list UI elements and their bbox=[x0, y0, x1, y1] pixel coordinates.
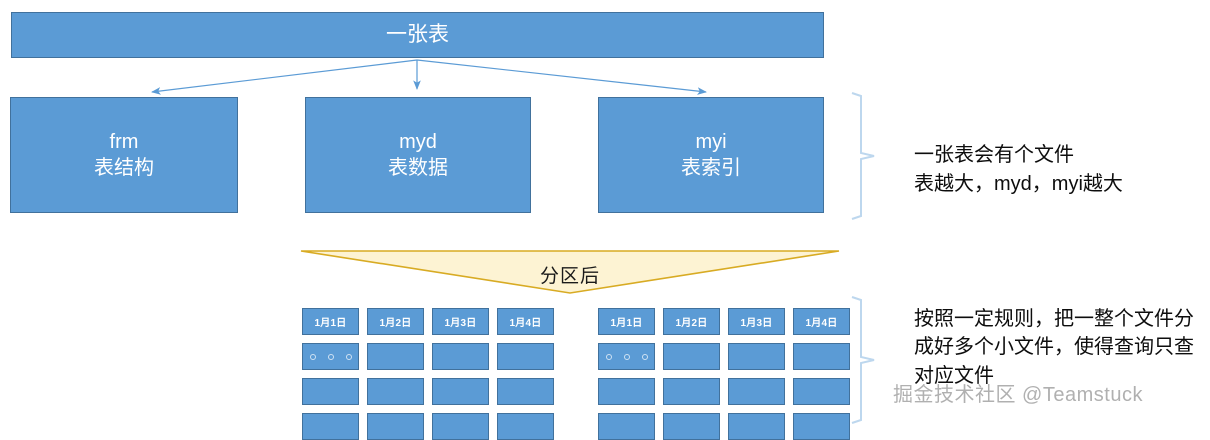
partition-column: 1月2日 bbox=[663, 308, 720, 440]
partition-group-right: 1月1日 1月2日 1月3日 1月4日 bbox=[598, 308, 850, 440]
partition-column: 1月2日 bbox=[367, 308, 424, 440]
partition-cell bbox=[302, 413, 359, 440]
bracket-bottom bbox=[851, 296, 875, 424]
partition-banner: 分区后 bbox=[300, 249, 840, 295]
partition-cell bbox=[432, 413, 489, 440]
partition-cell bbox=[663, 343, 720, 370]
partition-cell bbox=[728, 413, 785, 440]
partition-cell bbox=[728, 343, 785, 370]
partition-cell bbox=[367, 378, 424, 405]
partition-cell bbox=[432, 343, 489, 370]
partition-cell bbox=[598, 378, 655, 405]
file-box-myd-name: myd bbox=[399, 130, 437, 153]
partition-header: 1月4日 bbox=[793, 308, 850, 335]
partition-cell bbox=[497, 413, 554, 440]
partition-header: 1月3日 bbox=[728, 308, 785, 335]
partition-cell bbox=[367, 413, 424, 440]
annotation-top: 一张表会有个文件 表越大，myd，myi越大 bbox=[914, 144, 1123, 195]
file-box-myd-desc: 表数据 bbox=[388, 157, 448, 179]
partition-cell bbox=[302, 378, 359, 405]
file-box-myi-name: myi bbox=[695, 130, 727, 153]
partition-ellipsis-cell bbox=[598, 343, 655, 370]
partition-header: 1月1日 bbox=[598, 308, 655, 335]
partition-column: 1月1日 bbox=[302, 308, 359, 440]
table-box-label: 一张表 bbox=[386, 23, 449, 47]
ellipsis-dot-icon bbox=[345, 353, 352, 360]
file-box-myd: myd 表数据 bbox=[305, 97, 531, 213]
partition-header: 1月1日 bbox=[302, 308, 359, 335]
partition-header: 1月2日 bbox=[663, 308, 720, 335]
partition-cell bbox=[728, 378, 785, 405]
partition-cell bbox=[793, 343, 850, 370]
partition-cell bbox=[663, 378, 720, 405]
partition-header: 1月4日 bbox=[497, 308, 554, 335]
partition-cell bbox=[497, 343, 554, 370]
annotation-bottom: 按照一定规则，把一整个文件分成好多个小文件，使得查询只查对应文件 bbox=[914, 308, 1194, 387]
bracket-top bbox=[851, 92, 875, 220]
table-box: 一张表 bbox=[11, 12, 824, 58]
partition-cell bbox=[663, 413, 720, 440]
file-box-frm: frm 表结构 bbox=[10, 97, 238, 213]
ellipsis-dot-icon bbox=[641, 353, 648, 360]
file-box-frm-name: frm bbox=[109, 130, 139, 153]
partition-ellipsis-cell bbox=[302, 343, 359, 370]
partition-header: 1月3日 bbox=[432, 308, 489, 335]
watermark: 掘金技术社区 @Teamstuck bbox=[893, 384, 1143, 406]
partition-column: 1月4日 bbox=[793, 308, 850, 440]
partition-cell bbox=[598, 413, 655, 440]
partition-cell bbox=[432, 378, 489, 405]
partition-column: 1月4日 bbox=[497, 308, 554, 440]
partition-column: 1月1日 bbox=[598, 308, 655, 440]
partition-group-left: 1月1日 1月2日 1月3日 1月4日 bbox=[302, 308, 554, 440]
file-box-myi-desc: 表索引 bbox=[681, 157, 741, 179]
partition-cell bbox=[793, 413, 850, 440]
ellipsis-dot-icon bbox=[309, 353, 316, 360]
partition-column: 1月3日 bbox=[432, 308, 489, 440]
partition-header: 1月2日 bbox=[367, 308, 424, 335]
ellipsis-dot-icon bbox=[605, 353, 612, 360]
partition-cell bbox=[367, 343, 424, 370]
diagram-canvas: 一张表 frm 表结构 myd 表数据 myi 表索引 分区后 bbox=[10, 12, 1194, 440]
partition-cell bbox=[497, 378, 554, 405]
ellipsis-dot-icon bbox=[623, 353, 630, 360]
partition-banner-label: 分区后 bbox=[539, 266, 600, 287]
ellipsis-dot-icon bbox=[327, 353, 334, 360]
file-box-frm-desc: 表结构 bbox=[94, 157, 154, 179]
file-box-myi: myi 表索引 bbox=[598, 97, 824, 213]
partition-cell bbox=[793, 378, 850, 405]
partition-column: 1月3日 bbox=[728, 308, 785, 440]
